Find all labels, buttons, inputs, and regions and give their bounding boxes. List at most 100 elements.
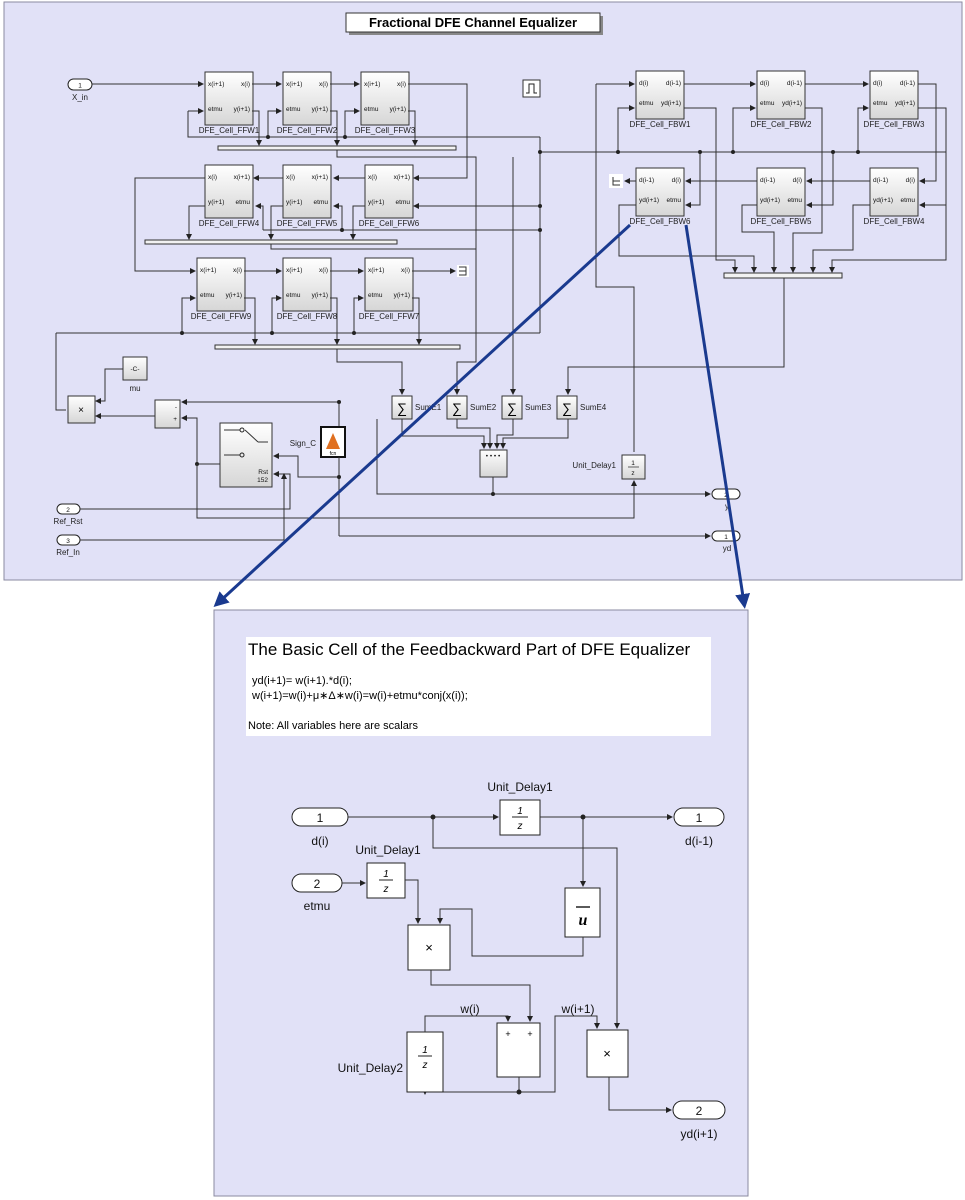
svg-text:DFE_Cell_FBW4: DFE_Cell_FBW4 [864,217,925,226]
product-block-2[interactable]: × [586,1029,629,1078]
svg-text:∑: ∑ [562,400,572,416]
subtract-block[interactable]: - + [154,399,181,429]
sum-block[interactable]: + + [496,1022,541,1078]
svg-text:d(i): d(i) [311,834,328,848]
conjugate-block[interactable]: u [564,887,601,938]
svg-text:∑: ∑ [452,400,462,416]
svg-text:y(i+1): y(i+1) [394,292,410,299]
svg-text:d(i-1): d(i-1) [760,177,775,184]
outport-yd-i1[interactable]: 2 yd(i+1) [672,1100,726,1141]
svg-text:z: z [422,1060,428,1071]
unit-delay-block[interactable]: 1 z Unit_Delay1 [572,454,646,480]
model-title: Fractional DFE Channel Equalizer [345,12,603,35]
svg-text:1: 1 [78,83,82,90]
bus-creator-fbw [723,272,843,279]
outport-d-i-1[interactable]: 1 d(i-1) [673,807,725,848]
svg-text:x(i): x(i) [319,267,328,274]
svg-text:1: 1 [517,806,523,817]
bus-creator-ffw-row2 [144,239,398,245]
svg-text:X_in: X_in [72,93,88,102]
sum-block-4[interactable]: ∑SumE4 [556,395,607,420]
svg-text:Sign_C: Sign_C [290,439,316,448]
svg-text:DFE_Cell_FFW2: DFE_Cell_FFW2 [277,126,338,135]
svg-text:x(i): x(i) [319,81,328,88]
terminator-fbw [609,174,623,188]
svg-text:x(i): x(i) [397,81,406,88]
svg-text:x(i+1): x(i+1) [286,81,302,88]
svg-text:d(i-1): d(i-1) [666,80,681,87]
product-block-1[interactable]: × [407,924,451,971]
unit-delay1b-block[interactable]: 1 z Unit_Delay1 [355,843,421,899]
svg-text:2: 2 [66,507,70,514]
svg-text:etmu: etmu [286,292,301,299]
svg-text:1: 1 [422,1045,428,1056]
svg-text:Unit_Delay1: Unit_Delay1 [572,461,616,470]
unit-delay1-block[interactable]: 1 z Unit_Delay1 [487,780,553,836]
svg-text:etmu: etmu [208,106,223,113]
svg-text:y: y [725,502,729,511]
svg-text:∑: ∑ [397,400,407,416]
pulse-generator-icon[interactable] [522,79,541,98]
svg-text:2: 2 [696,1104,703,1118]
svg-text:yd(i+1): yd(i+1) [639,197,659,204]
svg-text:d(i): d(i) [672,177,681,184]
svg-text:z: z [383,884,389,895]
signal-label-w-i: w(i) [459,1002,479,1016]
svg-text:d(i-1): d(i-1) [900,80,915,87]
svg-text:y(i+1): y(i+1) [312,106,328,113]
svg-text:x(i+1): x(i+1) [234,174,250,181]
svg-text:SumE1: SumE1 [415,403,442,412]
svg-text:etmu: etmu [364,106,379,113]
sum-block-3[interactable]: ∑SumE3 [501,395,552,420]
svg-text:x(i): x(i) [401,267,410,274]
svg-text:2: 2 [314,877,321,891]
svg-text:1: 1 [696,811,703,825]
svg-text:DFE_Cell_FBW5: DFE_Cell_FBW5 [751,217,812,226]
sum-block-1[interactable]: ∑ SumE1 [391,395,442,420]
svg-text:1: 1 [631,460,635,467]
svg-text:The Basic Cell of the Feedback: The Basic Cell of the Feedbackward Part … [248,640,691,659]
inport-etmu[interactable]: 2 etmu [291,873,343,913]
zoom-arrow-left [213,223,632,608]
svg-text:x(i+1): x(i+1) [368,267,384,274]
svg-text:x(i+1): x(i+1) [312,174,328,181]
reset-switch-block[interactable]: Rst 152 [219,422,273,488]
svg-text:SumE2: SumE2 [470,403,497,412]
svg-text:fcn: fcn [330,451,337,457]
mux-block[interactable]: • • • • [479,449,508,478]
svg-text:DFE_Cell_FBW1: DFE_Cell_FBW1 [630,120,691,129]
svg-text:x(i+1): x(i+1) [286,267,302,274]
svg-text:yd(i+1): yd(i+1) [873,197,893,204]
sign-c-matlab-function[interactable]: fcn Sign_C [290,426,346,458]
unit-delay2-block[interactable]: 1 z Unit_Delay2 [338,1031,444,1093]
svg-text:DFE_Cell_FFW4: DFE_Cell_FFW4 [199,219,260,228]
svg-text:x(i+1): x(i+1) [208,81,224,88]
inport-ref-in[interactable]: 3 Ref_In [56,534,81,557]
top-model-canvas [3,1,963,581]
svg-text:w(i+1)=w(i)+μ∗Δ∗w(i)=w(i)+etmu: w(i+1)=w(i)+μ∗Δ∗w(i)=w(i)+etmu*conj(x(i)… [251,690,468,702]
svg-text:etmu: etmu [236,199,251,206]
svg-text:etmu: etmu [667,197,682,204]
product-block[interactable]: × [67,395,96,424]
svg-text:yd(i+1): yd(i+1) [661,100,681,107]
svg-text:x(i): x(i) [208,174,217,181]
svg-text:etmu: etmu [304,899,331,913]
svg-text:x(i): x(i) [368,174,377,181]
svg-text:Fractional DFE Channel Equaliz: Fractional DFE Channel Equalizer [369,15,577,30]
svg-text:etmu: etmu [314,199,329,206]
